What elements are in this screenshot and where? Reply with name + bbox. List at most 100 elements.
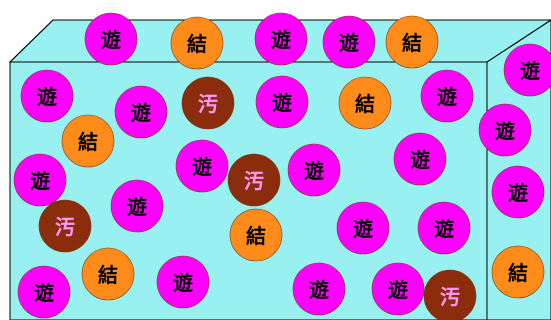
bound-particle-circle — [170, 16, 224, 70]
free-particle: 遊 — [84, 12, 138, 66]
free-particle-circle — [503, 43, 551, 97]
dirt-particle: 汚 — [423, 269, 477, 320]
bound-particle: 結 — [229, 208, 283, 262]
free-particle-circle — [13, 153, 67, 207]
dirt-particle-label: 汚 — [55, 215, 75, 239]
free-particle-circle — [110, 179, 164, 233]
free-particle: 遊 — [371, 262, 425, 316]
free-particle-label: 遊 — [339, 31, 359, 55]
free-particle: 遊 — [336, 201, 390, 255]
free-particle-circle — [292, 262, 346, 316]
bound-particle-circle — [385, 15, 439, 69]
free-particle-label: 遊 — [173, 271, 193, 295]
free-particle-label: 遊 — [271, 28, 291, 52]
free-particle: 遊 — [420, 69, 474, 123]
dirt-particle-circle — [181, 76, 235, 130]
bound-particle: 結 — [491, 245, 545, 299]
free-particle-label: 遊 — [309, 278, 329, 302]
free-particle-label: 遊 — [353, 217, 373, 241]
free-particle-circle — [420, 69, 474, 123]
free-particle-label: 遊 — [434, 217, 454, 241]
free-particle-label: 遊 — [508, 181, 528, 205]
bound-particle-label: 結 — [246, 224, 266, 248]
dirt-particle: 汚 — [38, 199, 92, 253]
bound-particle-circle — [338, 76, 392, 130]
free-particle: 遊 — [254, 12, 308, 66]
free-particle: 遊 — [13, 153, 67, 207]
bound-particle-label: 結 — [508, 261, 528, 285]
free-particle-circle — [371, 262, 425, 316]
box-edges — [9, 19, 551, 320]
bound-particle: 結 — [385, 15, 439, 69]
free-particle-label: 遊 — [304, 159, 324, 183]
free-particle: 遊 — [114, 85, 168, 139]
dirt-particle-label: 汚 — [440, 285, 460, 309]
free-particle-circle — [114, 85, 168, 139]
bound-particle-label: 結 — [187, 32, 207, 56]
free-particle-label: 遊 — [34, 281, 54, 305]
free-particle: 遊 — [503, 43, 551, 97]
free-particle-label: 遊 — [520, 59, 540, 83]
free-particle-label: 遊 — [495, 119, 515, 143]
free-particle-label: 遊 — [437, 85, 457, 109]
free-particle: 遊 — [417, 201, 471, 255]
box-front-right-edge — [486, 19, 551, 320]
bound-particle: 結 — [170, 16, 224, 70]
bound-particle-label: 結 — [355, 92, 375, 116]
free-particle-label: 遊 — [388, 278, 408, 302]
free-particle-circle — [255, 75, 309, 129]
bound-particle: 結 — [61, 114, 115, 168]
free-particle-circle — [17, 265, 71, 319]
free-particle: 遊 — [292, 262, 346, 316]
free-particle-circle — [393, 132, 447, 186]
free-particle: 遊 — [287, 143, 341, 197]
free-particle: 遊 — [175, 139, 229, 193]
free-particle: 遊 — [393, 132, 447, 186]
free-particle-label: 遊 — [272, 91, 292, 115]
free-particle: 遊 — [255, 75, 309, 129]
dirt-particle-circle — [38, 199, 92, 253]
bound-particle-circle — [61, 114, 115, 168]
bound-particle-circle — [81, 247, 135, 301]
bound-particle: 結 — [81, 247, 135, 301]
free-particle-label: 遊 — [37, 85, 57, 109]
free-particle-label: 遊 — [127, 195, 147, 219]
free-particle-circle — [287, 143, 341, 197]
particles-layer: 遊結遊遊結遊遊汚遊結遊遊結遊遊汚遊遊遊遊遊汚結遊結遊結遊遊遊汚遊 — [13, 12, 551, 320]
free-particle: 遊 — [156, 255, 210, 309]
dirt-particle-label: 汚 — [198, 92, 218, 116]
free-particle-label: 遊 — [410, 148, 430, 172]
free-particle-circle — [175, 139, 229, 193]
free-particle-circle — [336, 201, 390, 255]
bound-particle-label: 結 — [402, 31, 422, 55]
dirt-particle: 汚 — [227, 153, 281, 207]
dirt-particle-circle — [423, 269, 477, 320]
free-particle-circle — [20, 69, 74, 123]
free-particle-circle — [156, 255, 210, 309]
free-particle-label: 遊 — [192, 155, 212, 179]
bound-particle: 結 — [338, 76, 392, 130]
dirt-particle-label: 汚 — [244, 169, 264, 193]
free-particle-circle — [478, 103, 532, 157]
free-particle-label: 遊 — [30, 169, 50, 193]
free-particle-circle — [84, 12, 138, 66]
bound-particle-circle — [491, 245, 545, 299]
free-particle-label: 遊 — [101, 28, 121, 52]
free-particle-circle — [417, 201, 471, 255]
bound-particle-circle — [229, 208, 283, 262]
dirt-particle: 汚 — [181, 76, 235, 130]
free-particle-label: 遊 — [131, 101, 151, 125]
free-particle: 遊 — [17, 265, 71, 319]
free-particle: 遊 — [110, 179, 164, 233]
free-particle-circle — [254, 12, 308, 66]
free-particle: 遊 — [491, 165, 545, 219]
bound-particle-label: 結 — [98, 263, 118, 287]
bound-particle-label: 結 — [78, 130, 98, 154]
free-particle-circle — [322, 15, 376, 69]
free-particle: 遊 — [20, 69, 74, 123]
dirt-particle-circle — [227, 153, 281, 207]
free-particle: 遊 — [478, 103, 532, 157]
free-particle-circle — [491, 165, 545, 219]
free-particle: 遊 — [322, 15, 376, 69]
